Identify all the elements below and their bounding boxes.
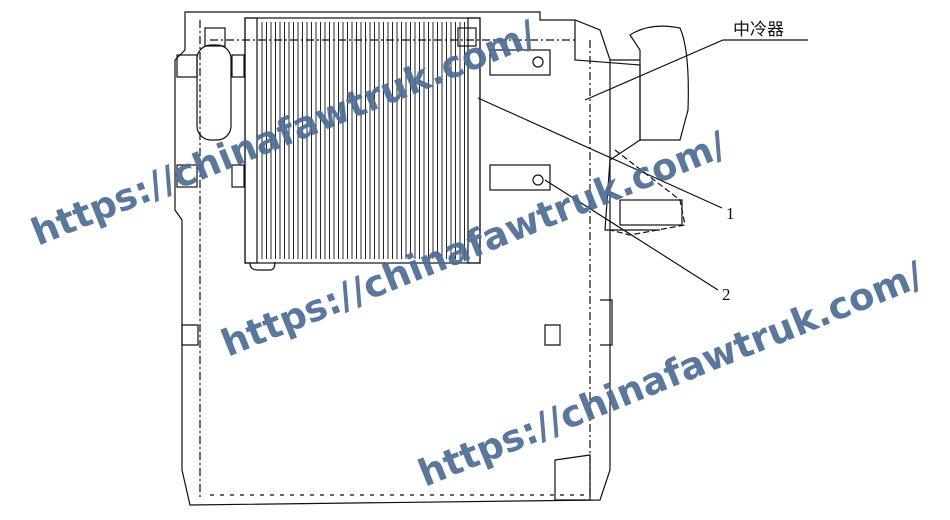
label-part-1: 1 bbox=[726, 204, 735, 223]
intercooler-pipe bbox=[629, 25, 689, 141]
watermark: https://chinafawtruk.com/ bbox=[215, 123, 732, 365]
receiver-drier bbox=[196, 44, 232, 141]
leader-part1 bbox=[477, 97, 723, 209]
radiator-frame bbox=[174, 11, 611, 506]
leader-intercooler bbox=[584, 39, 808, 101]
watermark: https://chinafawtruk.com/ bbox=[412, 253, 929, 495]
leader-part2 bbox=[544, 179, 719, 291]
label-intercooler: 中冷器 bbox=[733, 20, 784, 39]
label-part-2: 2 bbox=[722, 285, 731, 304]
